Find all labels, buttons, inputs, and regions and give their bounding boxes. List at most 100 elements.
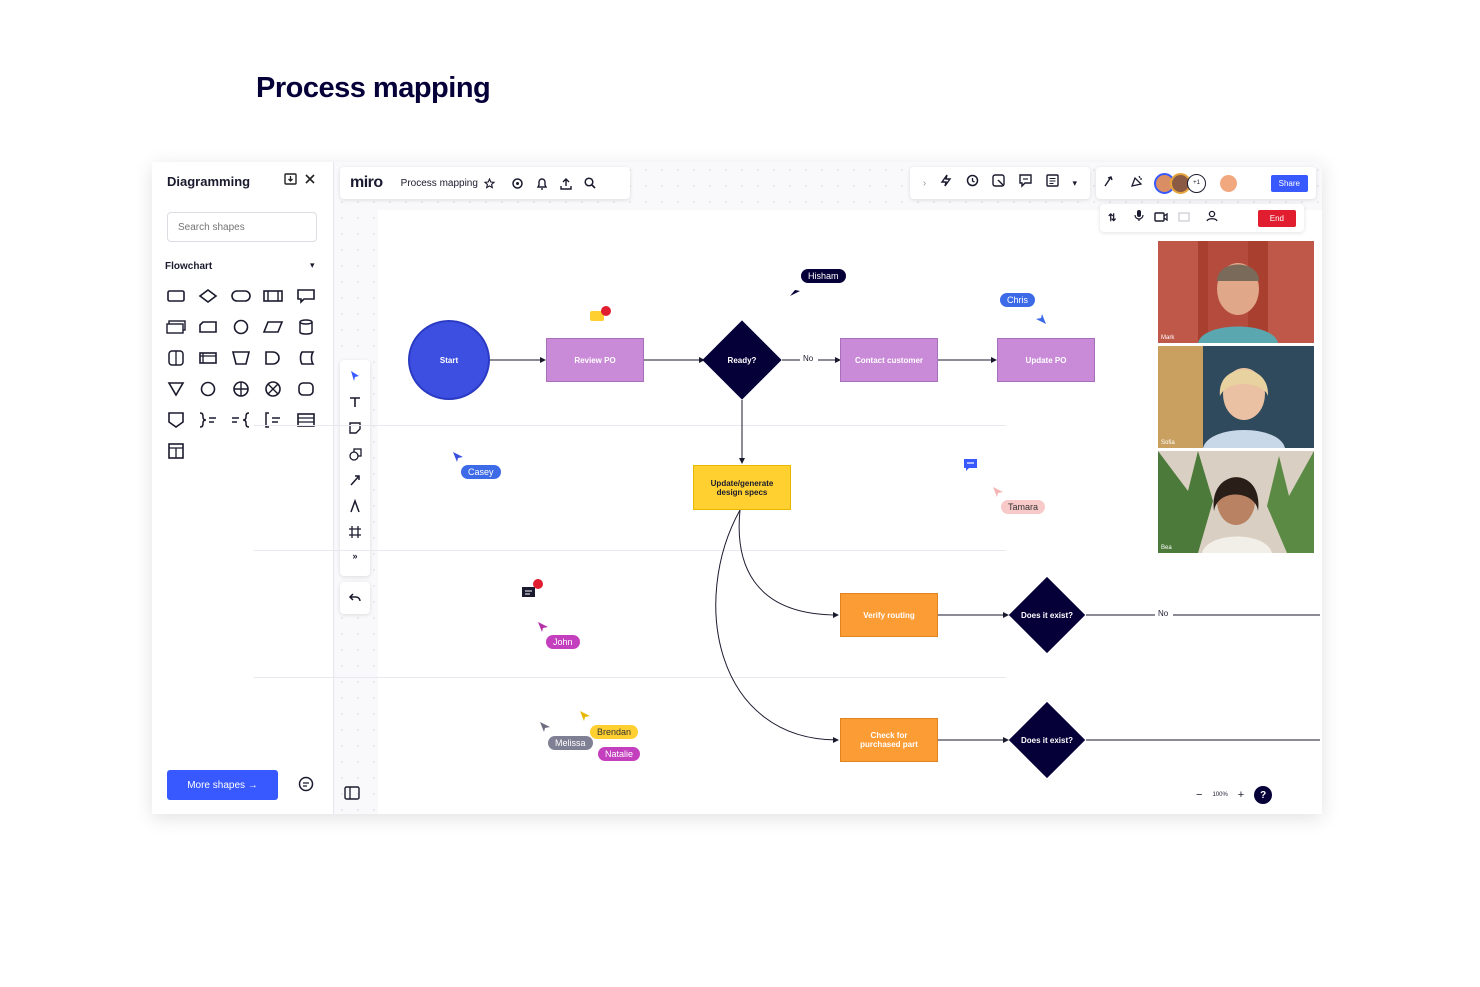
contact-customer-node[interactable]: Contact customer [840, 338, 938, 382]
video-name: Bea [1161, 545, 1172, 551]
sticky-note-tool-icon[interactable] [347, 420, 363, 436]
undo-icon[interactable] [340, 582, 370, 614]
call-controls: ⇅ End [1100, 204, 1304, 232]
swimlane-divider [254, 550, 1006, 551]
reactions-icon[interactable] [1104, 174, 1118, 192]
share-button[interactable]: Share [1270, 174, 1308, 192]
microphone-icon[interactable] [1134, 209, 1144, 227]
lightning-icon[interactable] [940, 174, 952, 192]
search-icon[interactable] [584, 177, 596, 189]
more-icon[interactable]: ▾ [1072, 177, 1078, 188]
more-tools-icon[interactable]: » [352, 551, 358, 561]
brace-left-shape-icon[interactable] [229, 408, 253, 432]
shapes-tool-icon[interactable] [347, 446, 363, 462]
comment-marker-icon[interactable] [963, 458, 979, 477]
update-design-specs-node[interactable]: Update/generate design specs [693, 465, 791, 510]
merge-shape-icon[interactable] [164, 377, 188, 401]
celebrate-icon[interactable] [1130, 174, 1144, 192]
feedback-icon[interactable] [298, 776, 314, 797]
brace-right-shape-icon[interactable] [196, 408, 220, 432]
user-icon[interactable] [1206, 209, 1219, 227]
chevron-right-icon[interactable]: › [922, 177, 927, 189]
diamond-shape-icon[interactable] [196, 284, 220, 308]
video-tile[interactable]: Sofia [1158, 346, 1314, 448]
connector-tool-icon[interactable] [347, 472, 363, 488]
video-feed-image [1158, 451, 1314, 553]
or-junction-shape-icon[interactable] [261, 377, 285, 401]
select-tool-icon[interactable] [347, 368, 363, 384]
delay-shape-icon[interactable] [261, 346, 285, 370]
summing-junction-shape-icon[interactable] [229, 377, 253, 401]
comment-marker-icon[interactable] [590, 306, 611, 331]
notes-icon[interactable] [1046, 174, 1059, 192]
close-icon[interactable] [304, 173, 316, 188]
pin-icon[interactable] [284, 173, 297, 188]
bell-icon[interactable] [536, 177, 548, 190]
manual-operation-shape-icon[interactable] [229, 346, 253, 370]
database-shape-icon[interactable] [294, 315, 318, 339]
camera-icon[interactable] [1154, 209, 1169, 227]
comment-marker-icon[interactable] [521, 578, 545, 605]
pen-tool-icon[interactable] [347, 498, 363, 514]
swimlane-shape-icon[interactable] [164, 439, 188, 463]
zoom-level[interactable]: 100% [1212, 792, 1228, 798]
rectangle-shape-icon[interactable] [164, 284, 188, 308]
present-icon[interactable] [992, 174, 1006, 192]
screen-share-icon[interactable] [1178, 209, 1190, 227]
or-shape-icon[interactable] [164, 346, 188, 370]
comment-icon[interactable] [1019, 174, 1032, 192]
zoom-out-icon[interactable]: − [1196, 789, 1203, 801]
multi-document-shape-icon[interactable] [164, 315, 188, 339]
stored-data-shape-icon[interactable] [294, 346, 318, 370]
video-tile[interactable]: Bea [1158, 451, 1314, 553]
avatar[interactable] [1220, 174, 1237, 192]
internal-storage-shape-icon[interactable] [196, 346, 220, 370]
video-feed-image [1158, 241, 1314, 343]
check-purchased-part-node[interactable]: Check for purchased part [840, 718, 938, 762]
cursor-label-tamara: Tamara [1001, 500, 1046, 514]
circle-shape-icon[interactable] [229, 315, 253, 339]
help-icon[interactable]: ? [1254, 786, 1273, 804]
more-shapes-button[interactable]: More shapes → [167, 770, 278, 800]
video-tile[interactable]: Mark [1158, 241, 1314, 343]
verify-routing-node[interactable]: Verify routing [840, 593, 938, 637]
cursor-icon [1036, 314, 1046, 324]
review-po-node[interactable]: Review PO [546, 338, 644, 382]
swimlane-divider [254, 677, 1006, 678]
cursor-label-casey: Casey [461, 465, 501, 479]
timer-icon[interactable] [966, 174, 979, 192]
rounded-rect-shape-icon[interactable] [294, 377, 318, 401]
video-name: Mark [1161, 335, 1175, 341]
bracket-note-shape-icon[interactable] [261, 408, 285, 432]
does-exist-decision-label: Does it exist? [1020, 735, 1073, 745]
offpage-connector-shape-icon[interactable] [164, 408, 188, 432]
update-po-node[interactable]: Update PO [997, 338, 1095, 382]
settings-icon[interactable] [511, 177, 524, 190]
zoom-in-icon[interactable]: + [1237, 789, 1245, 801]
export-icon[interactable] [560, 177, 572, 190]
card-shape-icon[interactable] [196, 315, 220, 339]
frame-tool-icon[interactable] [347, 524, 363, 540]
section-flowchart[interactable]: Flowchart [165, 261, 213, 272]
chevron-down-icon[interactable]: ▾ [310, 260, 315, 270]
sort-icon[interactable]: ⇅ [1108, 212, 1117, 224]
star-icon[interactable] [483, 177, 496, 189]
table-shape-icon[interactable] [294, 408, 318, 432]
end-call-button[interactable]: End [1257, 209, 1296, 227]
video-feed-image [1158, 346, 1314, 448]
participants-count[interactable]: +1 [1187, 173, 1206, 193]
miro-logo[interactable]: miro [350, 174, 383, 191]
board-panel-icon[interactable] [344, 786, 360, 805]
text-tool-icon[interactable] [347, 394, 363, 410]
connector-circle-shape-icon[interactable] [196, 377, 220, 401]
board-title: Process mapping [256, 72, 491, 104]
search-shapes-input[interactable] [167, 212, 317, 242]
board-name[interactable]: Process mapping [400, 177, 478, 189]
terminator-shape-icon[interactable] [229, 284, 253, 308]
cursor-icon [993, 487, 1003, 497]
callout-shape-icon[interactable] [294, 284, 318, 308]
parallelogram-shape-icon[interactable] [261, 315, 285, 339]
start-node[interactable]: Start [408, 320, 490, 400]
board-topbar: miro Process mapping [340, 167, 630, 199]
predefined-process-shape-icon[interactable] [261, 284, 285, 308]
